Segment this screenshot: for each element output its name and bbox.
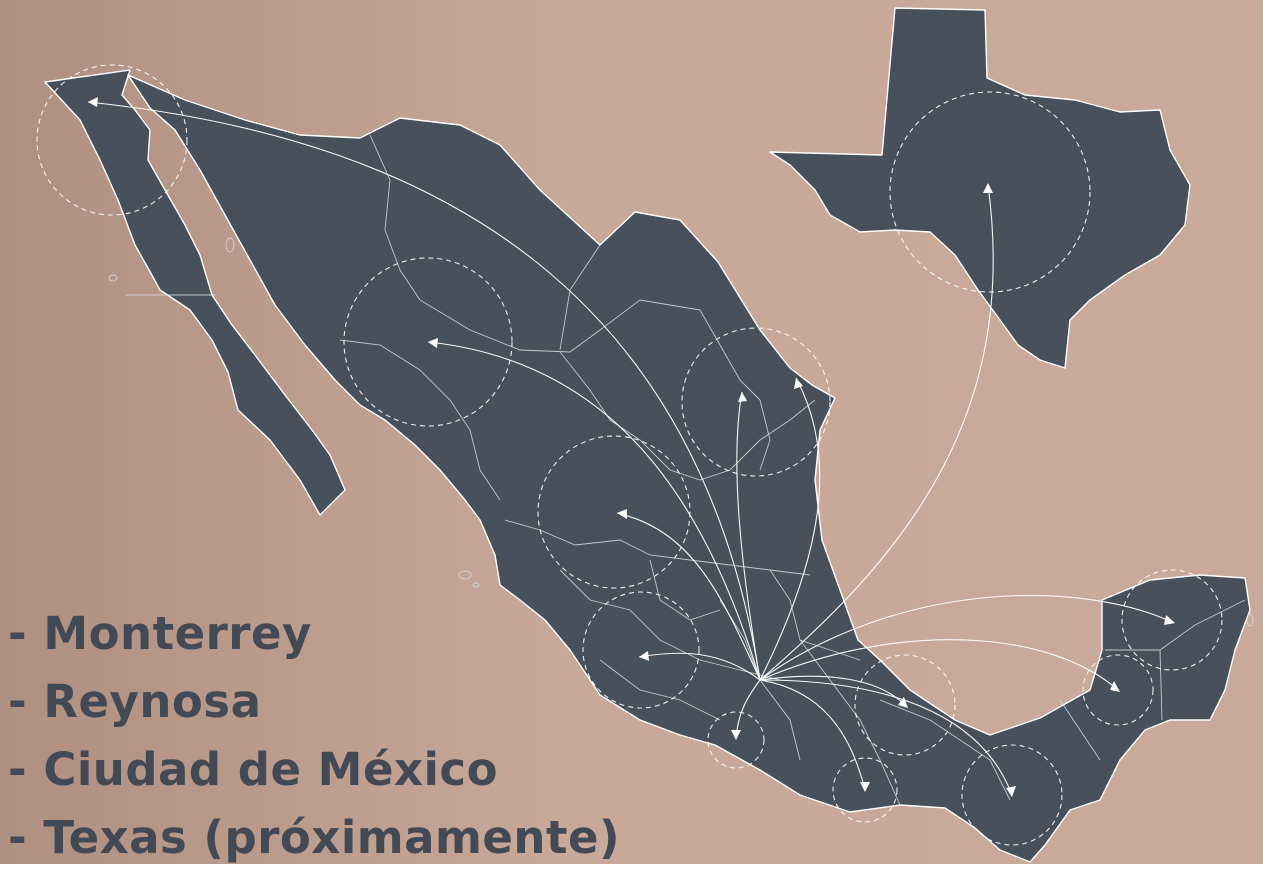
route xyxy=(759,184,994,681)
coverage-ring xyxy=(961,744,1063,846)
coverage-ring xyxy=(36,64,188,216)
route xyxy=(427,341,761,681)
arrowhead xyxy=(983,183,993,193)
location-item-ciudad-de-mexico: - Ciudad de México xyxy=(8,743,499,796)
arrowhead xyxy=(794,378,803,389)
arrowhead xyxy=(731,730,741,740)
coverage-ring xyxy=(832,757,898,823)
arrowhead xyxy=(617,509,627,519)
coverage-rings xyxy=(36,64,1223,846)
location-item-texas: - Texas (próximamente) xyxy=(8,811,621,864)
mainland-mexico-landmass xyxy=(127,74,1251,863)
texas-landmass xyxy=(769,7,1191,369)
arrowhead xyxy=(639,651,649,661)
coverage-ring xyxy=(537,435,691,589)
arrowhead xyxy=(88,97,98,107)
route xyxy=(759,594,1173,681)
arrowhead xyxy=(1110,681,1120,692)
route xyxy=(736,391,761,681)
location-list: - Monterrey - Reynosa - Ciudad de México… xyxy=(8,600,620,872)
arrowhead xyxy=(1006,786,1016,797)
islands xyxy=(108,237,1254,627)
coverage-ring xyxy=(1082,654,1154,726)
baja-california-landmass xyxy=(44,69,346,516)
arrowhead xyxy=(1164,615,1175,625)
arrowhead xyxy=(898,697,908,708)
location-item-reynosa: - Reynosa xyxy=(8,675,262,728)
arrowhead xyxy=(428,338,438,348)
coverage-ring xyxy=(854,654,956,756)
routes xyxy=(87,101,1173,796)
coverage-ring xyxy=(582,591,700,709)
route-arrowheads xyxy=(88,97,1175,797)
route xyxy=(616,512,761,681)
arrowhead xyxy=(860,782,870,792)
route xyxy=(759,377,821,681)
route xyxy=(87,101,761,681)
coverage-ring xyxy=(707,711,765,769)
route xyxy=(759,679,1013,796)
route xyxy=(638,652,761,681)
arrowhead xyxy=(738,392,747,402)
route xyxy=(759,639,1119,691)
location-item-monterrey: - Monterrey xyxy=(8,607,312,660)
coverage-ring xyxy=(1121,569,1223,671)
route xyxy=(759,679,866,791)
coverage-ring xyxy=(343,257,513,427)
coverage-ring xyxy=(681,327,831,477)
coverage-ring xyxy=(889,91,1091,293)
